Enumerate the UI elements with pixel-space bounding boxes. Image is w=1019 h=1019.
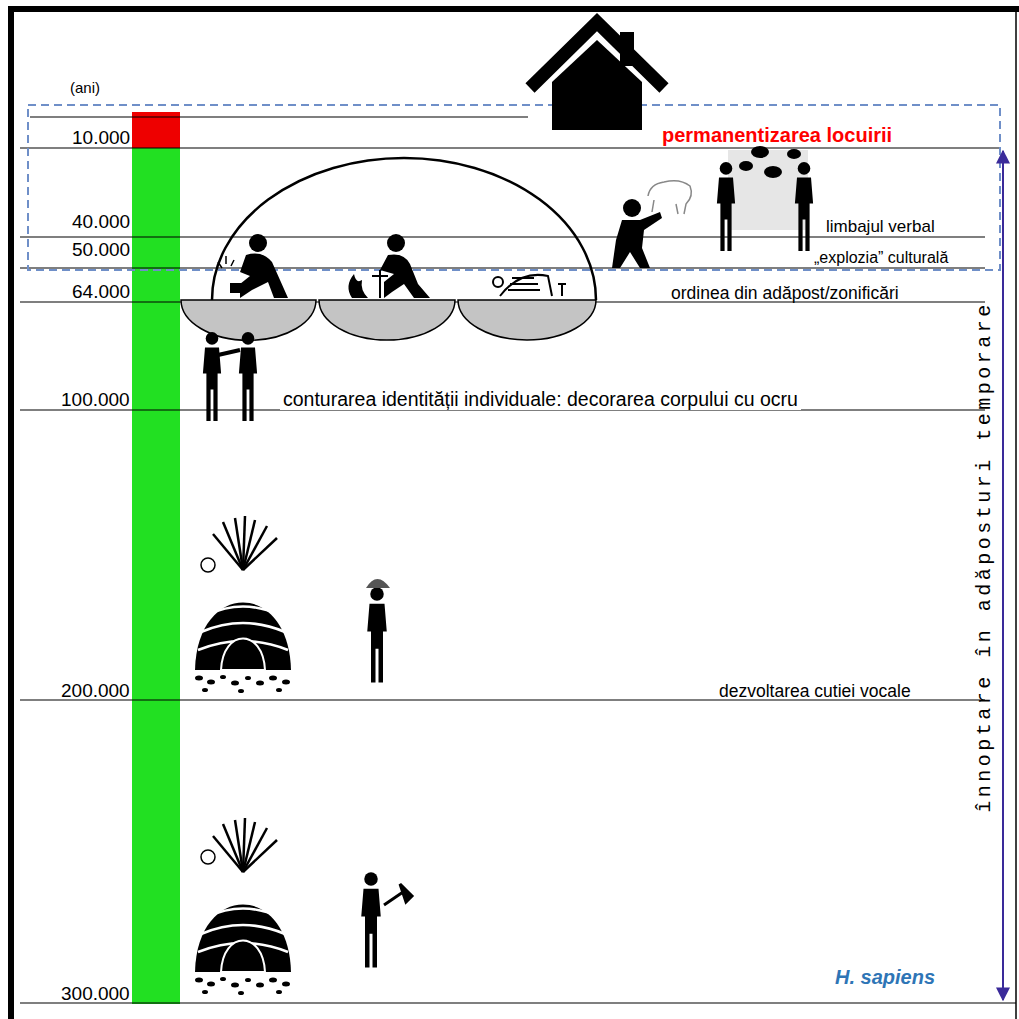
body: [612, 212, 662, 268]
milestone-label: limbajul verbal: [826, 218, 935, 237]
fire: [348, 274, 368, 298]
bone: [500, 275, 552, 296]
time-bar: [132, 112, 180, 1004]
milestone-label: „explozia” culturală: [814, 249, 948, 267]
speech-bubble: [739, 161, 753, 171]
skull: [493, 277, 503, 287]
painter-figure: [612, 199, 662, 268]
milestone-label: permanentizarea locuirii: [662, 124, 892, 146]
shelter-zones: [181, 300, 596, 340]
milestone-label: conturarea identității individuale: deco…: [280, 389, 801, 410]
year-tick: 200.000: [61, 681, 130, 702]
frame: [1015, 9, 1017, 1019]
year-tick: 64.000: [72, 282, 130, 303]
species-label: H. sapiens: [835, 966, 935, 988]
year-tick: 300.000: [61, 984, 130, 1005]
stone-axe: [384, 884, 412, 905]
axis-unit: (ani): [70, 80, 100, 97]
hominin-figure: [361, 872, 381, 967]
grid-line: [20, 236, 985, 237]
moon-circle: [201, 558, 215, 572]
anvil: [230, 283, 244, 293]
bone: [558, 284, 566, 296]
grid-line: [20, 1002, 1016, 1003]
year-tick: 100.000: [61, 390, 130, 411]
house-icon: [530, 22, 664, 130]
person-figure: [203, 332, 221, 421]
head: [387, 234, 405, 252]
zone-bowl: [458, 300, 596, 340]
head: [249, 234, 267, 252]
talkers: [717, 146, 813, 251]
toolmaker-figure: [218, 234, 288, 298]
year-tick: 50.000: [72, 240, 130, 261]
head: [623, 199, 641, 217]
hut-figure: [195, 516, 291, 693]
hair: [366, 579, 390, 588]
speech-bubble: [764, 166, 782, 178]
bison-drawing: [648, 181, 691, 214]
highlight-box: [28, 105, 1000, 270]
sparks: [218, 256, 234, 268]
shelter-arc: [212, 158, 596, 300]
grid-line: [20, 147, 1000, 148]
moon-circle: [201, 850, 215, 864]
body: [240, 254, 288, 298]
ribs: [508, 278, 540, 290]
milestone-label: dezvoltarea cutiei vocale: [719, 682, 911, 701]
frame: [11, 9, 1019, 1019]
house-body: [552, 40, 642, 130]
talker-figure: [717, 162, 735, 251]
spit: [372, 270, 388, 298]
grid-line: [20, 267, 985, 268]
bones-icon: [493, 275, 566, 296]
fire-keeper-figure: [348, 234, 430, 298]
talker-figure: [795, 162, 813, 251]
arm: [218, 350, 240, 355]
hominin-figure: [367, 587, 387, 682]
speech-bubble: [787, 149, 801, 159]
grid-lines: [20, 117, 1016, 1003]
grid-line: [30, 116, 528, 117]
duration-label: înnoptare în adăposturi temporare: [974, 301, 996, 813]
speech-bubble: [751, 146, 769, 158]
year-tick: 10.000: [72, 128, 130, 149]
hut-figure: [195, 818, 291, 995]
year-tick: 40.000: [72, 212, 130, 233]
duration-arrow: [1002, 151, 1004, 1000]
milestone-label: ordinea din adăpost/zonificări: [671, 284, 899, 303]
person-figure: [239, 332, 257, 421]
zone-bowl: [319, 300, 455, 340]
